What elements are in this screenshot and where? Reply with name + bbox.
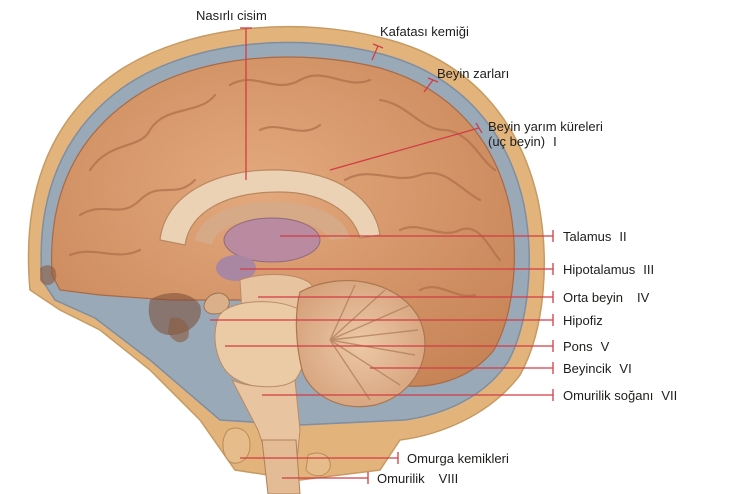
label-corpus-callosum: Nasırlı cisim [196, 8, 267, 23]
label-medulla-num: VII [661, 388, 677, 403]
skull-dark-1 [40, 265, 56, 285]
label-pituitary: Hipofiz [563, 313, 603, 328]
label-thalamus-num: II [619, 229, 626, 244]
label-hemispheres-line2: (uç beyin) [488, 134, 545, 149]
label-skull-bone: Kafatası kemiği [380, 24, 469, 39]
label-hypothalamus-num: III [643, 262, 654, 277]
label-corpus-callosum-text: Nasırlı cisim [196, 8, 267, 23]
label-hemispheres: Beyin yarım küreleri (uç beyin) I [488, 119, 603, 149]
label-hemispheres-line2-wrap: (uç beyin) I [488, 134, 603, 149]
label-midbrain: Orta beyin IV [563, 290, 649, 305]
label-medulla: Omurilik soğanı VII [563, 388, 677, 403]
label-thalamus: Talamus II [563, 229, 627, 244]
vertebra-2 [306, 453, 330, 476]
label-meninges-text: Beyin zarları [437, 66, 509, 81]
label-skull-bone-text: Kafatası kemiği [380, 24, 469, 39]
label-hypothalamus: Hipotalamus III [563, 262, 654, 277]
label-spinal-cord-num: VIII [439, 471, 459, 486]
label-midbrain-text: Orta beyin [563, 290, 623, 305]
spinal-cord-shape [262, 440, 300, 494]
label-spinal-cord: Omurilik VIII [377, 471, 458, 486]
label-vertebrae-text: Omurga kemikleri [407, 451, 509, 466]
label-cerebellum-text: Beyincik [563, 361, 611, 376]
label-cerebellum-num: VI [619, 361, 631, 376]
label-pons: Pons V [563, 339, 609, 354]
label-cerebellum: Beyincik VI [563, 361, 632, 376]
label-hypothalamus-text: Hipotalamus [563, 262, 635, 277]
label-pituitary-text: Hipofiz [563, 313, 603, 328]
label-hemispheres-num: I [553, 134, 557, 149]
label-thalamus-text: Talamus [563, 229, 611, 244]
label-pons-text: Pons [563, 339, 593, 354]
label-midbrain-num: IV [637, 290, 649, 305]
label-medulla-text: Omurilik soğanı [563, 388, 653, 403]
label-spinal-cord-text: Omurilik [377, 471, 425, 486]
label-vertebrae: Omurga kemikleri [407, 451, 509, 466]
label-meninges: Beyin zarları [437, 66, 509, 81]
label-hemispheres-line1: Beyin yarım küreleri [488, 119, 603, 134]
label-pons-num: V [601, 339, 610, 354]
